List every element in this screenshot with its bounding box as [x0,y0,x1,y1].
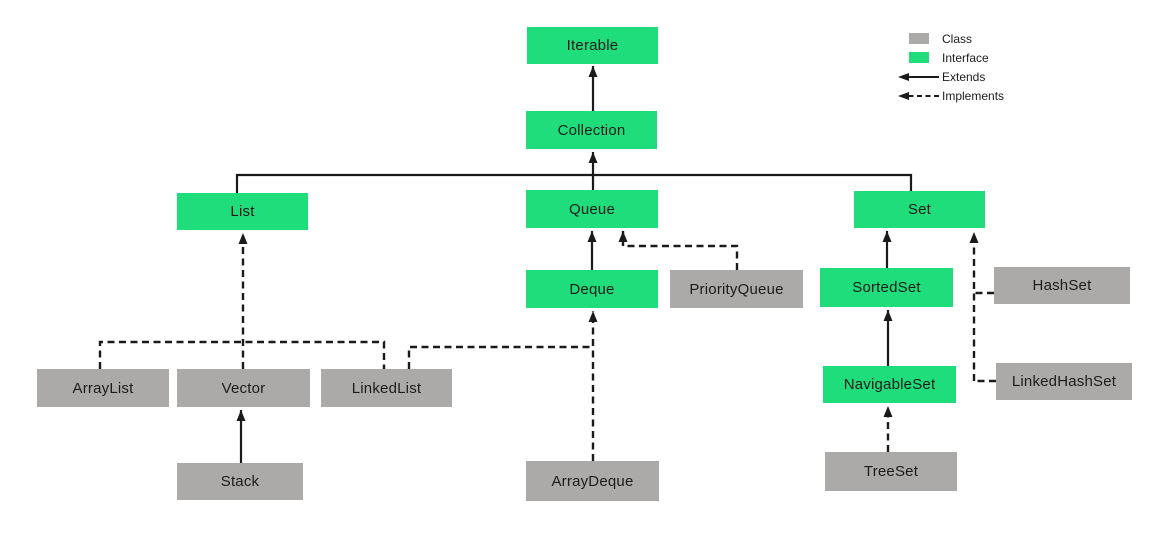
node-vector: Vector [177,369,310,407]
node-stack: Stack [177,463,303,500]
node-navigableset: NavigableSet [823,366,956,403]
implements-arrow-icon [898,91,942,101]
legend: Class Interface Extends [898,31,1004,103]
node-deque: Deque [526,270,658,308]
node-iterable: Iterable [527,27,658,64]
node-linkedlist: LinkedList [321,369,452,407]
node-list: List [177,193,308,230]
node-set: Set [854,191,985,228]
node-collection: Collection [526,111,657,149]
legend-row-extends: Extends [898,69,1004,84]
node-priorityqueue: PriorityQueue [670,270,803,308]
node-arraydeque: ArrayDeque [526,461,659,501]
legend-label-implements: Implements [942,88,1005,103]
node-arraylist: ArrayList [37,369,169,407]
node-treeset: TreeSet [825,452,957,491]
extends-arrow-icon [898,72,942,82]
legend-row-class: Class [898,31,1004,46]
node-linkedhashset: LinkedHashSet [996,363,1132,400]
edge-linkedlist-implements-deque-branch [407,345,593,369]
edge-arraylist-linkedlist-branch [98,340,386,369]
node-hashset: HashSet [994,267,1130,304]
legend-label-interface: Interface [942,50,989,65]
class-color-swatch [898,33,942,44]
node-sortedset: SortedSet [820,268,953,307]
legend-row-implements: Implements [898,88,1004,103]
node-queue: Queue [526,190,658,228]
interface-color-swatch [898,52,942,63]
legend-row-interface: Interface [898,50,1004,65]
legend-label-extends: Extends [942,69,986,84]
edge-priorityqueue-implements-queue [618,231,739,270]
legend-label-class: Class [942,31,973,46]
